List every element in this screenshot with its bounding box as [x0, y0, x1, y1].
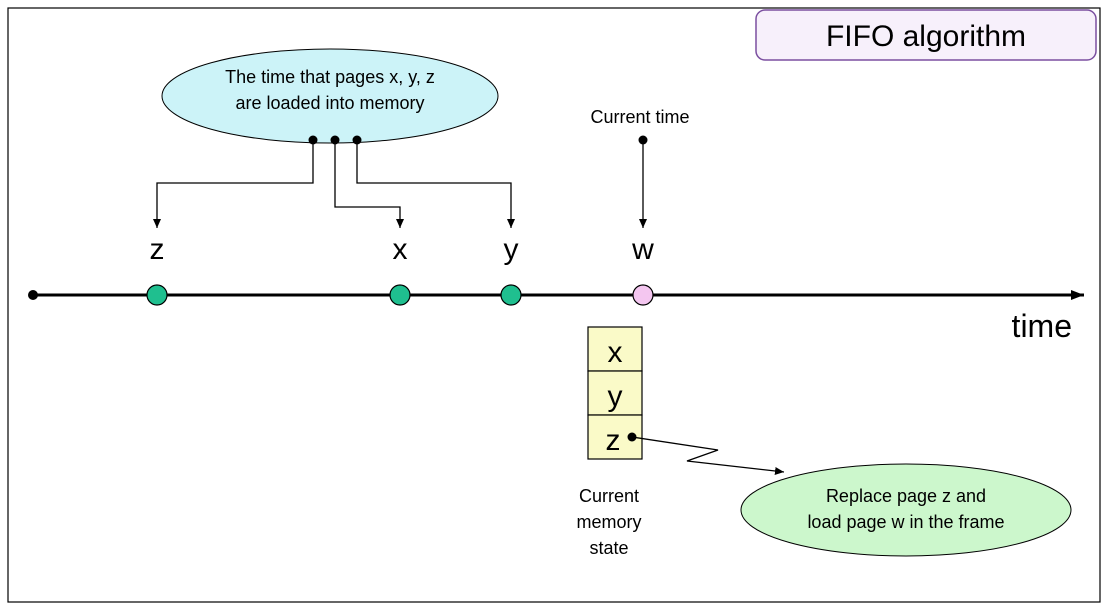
title-box: FIFO algorithm — [755, 9, 1097, 61]
page-dot-w — [632, 284, 654, 306]
memory-frame-1 — [587, 326, 643, 372]
memory-caption-line-2: memory — [576, 512, 641, 532]
load-time-connectors — [153, 140, 515, 228]
current-time-marker: Current time — [590, 107, 690, 228]
page-dot-z — [146, 284, 168, 306]
load-times-line-2: are loaded into memory — [235, 93, 424, 113]
memory-caption-line-3: state — [589, 538, 628, 558]
memory-state: x y z Current memory state — [576, 326, 643, 558]
time-axis-label: time — [1012, 308, 1072, 344]
connector-x — [334, 140, 404, 228]
connector-dot-x — [330, 135, 340, 145]
timeline: time z x y w — [28, 233, 1084, 344]
replace-note-line-1: Replace page z and — [826, 486, 986, 506]
memory-frame-3-label: z — [606, 424, 621, 457]
memory-frame-1-label: x — [608, 336, 623, 369]
memory-frame-2-label: y — [608, 380, 623, 413]
load-times-line-1: The time that pages x, y, z — [225, 67, 435, 87]
page-label-z: z — [150, 233, 165, 266]
replace-note-line-2: load page w in the frame — [807, 512, 1004, 532]
page-label-y: y — [504, 233, 519, 266]
memory-caption-line-1: Current — [579, 486, 639, 506]
load-times-callout: The time that pages x, y, z are loaded i… — [161, 48, 499, 144]
page-dot-y — [500, 284, 522, 306]
connector-z — [153, 140, 314, 228]
page-dot-x — [389, 284, 411, 306]
connector-dot-z — [308, 135, 318, 145]
current-time-label: Current time — [590, 107, 689, 127]
timeline-start-dot — [28, 290, 38, 300]
replace-callout: Replace page z and load page w in the fr… — [740, 463, 1072, 557]
page-label-w: w — [631, 233, 654, 266]
connector-dot-y — [352, 135, 362, 145]
replace-arrow — [631, 436, 785, 475]
title-text: FIFO algorithm — [826, 20, 1026, 53]
connector-y — [356, 140, 515, 228]
page-label-x: x — [393, 233, 408, 266]
